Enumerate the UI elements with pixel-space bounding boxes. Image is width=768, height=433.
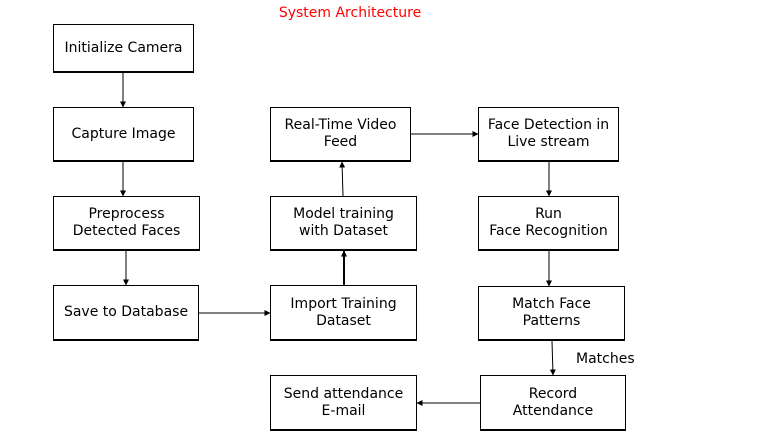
node-face-recognition: Run Face Recognition xyxy=(478,196,619,251)
arrow-training-to-video xyxy=(339,161,346,197)
node-record-attendance: Record Attendance xyxy=(480,375,626,431)
node-face-detection: Face Detection in Live stream xyxy=(478,107,619,162)
node-import-dataset: Import Training Dataset xyxy=(270,285,417,341)
node-model-training: Model training with Dataset xyxy=(270,196,417,251)
node-capture-image: Capture Image xyxy=(53,107,194,162)
diagram-title: System Architecture xyxy=(278,5,422,21)
node-match-patterns: Match Face Patterns xyxy=(478,286,625,341)
edge-label-matches: Matches xyxy=(576,351,635,367)
node-save-database: Save to Database xyxy=(53,285,199,341)
node-send-email: Send attendance E-mail xyxy=(270,375,417,431)
node-initialize-camera: Initialize Camera xyxy=(53,24,194,73)
node-video-feed: Real-Time Video Feed xyxy=(270,107,411,162)
arrow-match-to-record xyxy=(549,340,556,376)
node-preprocess-faces: Preprocess Detected Faces xyxy=(53,196,200,251)
